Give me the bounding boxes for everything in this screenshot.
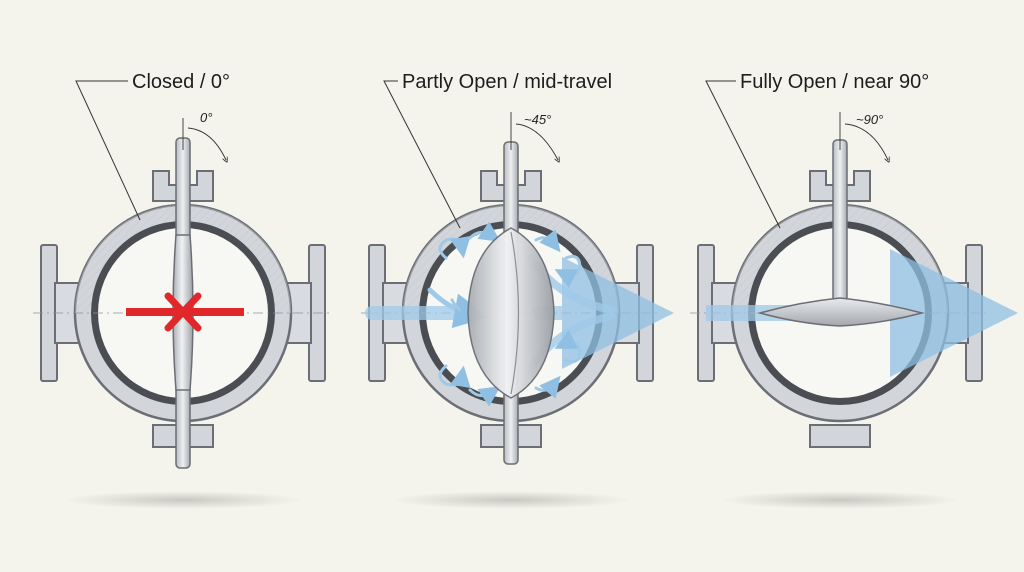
valve-closed: 0° Closed / 0° bbox=[31, 71, 335, 469]
valve-fully-open: ~90° Fully Open / near 90° bbox=[688, 71, 1018, 449]
angle-indicator: 0° bbox=[182, 110, 226, 160]
callout: Fully Open / near 90° bbox=[705, 71, 929, 229]
callout: Partly Open / mid-travel bbox=[383, 71, 612, 229]
valve-disc bbox=[467, 227, 555, 399]
valve-label: Fully Open / near 90° bbox=[740, 71, 929, 93]
callout: Closed / 0° bbox=[75, 71, 230, 221]
angle-indicator: ~45° bbox=[510, 112, 558, 160]
valve-partly-open: ~45° Partly Open / mid-travel bbox=[359, 71, 674, 465]
angle-label: ~45° bbox=[524, 112, 551, 127]
blocked-flow-mark bbox=[126, 292, 244, 332]
valve-label: Partly Open / mid-travel bbox=[402, 71, 612, 93]
valve-label: Closed / 0° bbox=[132, 71, 230, 93]
valve-stem bbox=[832, 139, 848, 303]
valve-disc bbox=[757, 297, 925, 327]
ground-shadows bbox=[63, 491, 960, 509]
angle-indicator: ~90° bbox=[839, 112, 888, 160]
angle-label: 0° bbox=[200, 110, 212, 125]
angle-label: ~90° bbox=[856, 112, 883, 127]
